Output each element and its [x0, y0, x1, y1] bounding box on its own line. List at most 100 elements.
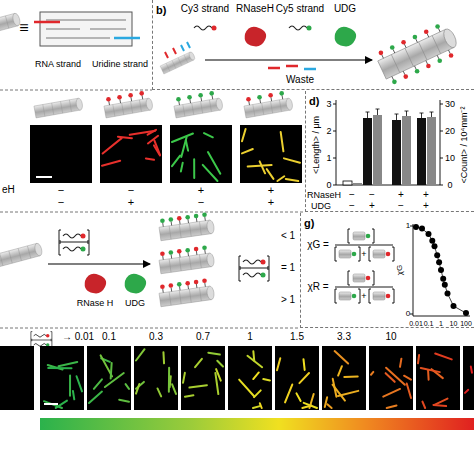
bar: [373, 115, 382, 185]
micrograph: [170, 125, 232, 183]
fiber: [422, 402, 425, 408]
dna-handle: [187, 219, 189, 223]
dna-handle: [415, 66, 417, 70]
dna-handle: [212, 95, 214, 99]
dye-dot: [185, 248, 190, 253]
fiber: [284, 158, 300, 162]
data-point: [438, 267, 444, 273]
data-point: [419, 226, 425, 232]
cy5-strand: [289, 26, 312, 31]
dye-dot: [160, 218, 165, 223]
fiber: [325, 397, 327, 407]
dye-dot: [202, 246, 207, 251]
axis-label: <Length> / μm: [312, 116, 321, 174]
fiber: [215, 373, 218, 394]
dna-handle: [416, 39, 418, 43]
dye-dot: [176, 97, 181, 102]
fiber: [286, 179, 298, 181]
equation-brackets: [335, 229, 394, 261]
dye-dot: [185, 281, 190, 286]
dye-dot: [177, 249, 182, 254]
bar: [353, 183, 362, 185]
condition-sign: +: [423, 201, 429, 211]
fiber: [195, 359, 202, 367]
dye-dot: [139, 91, 144, 96]
fiber: [247, 356, 262, 367]
dna-handle: [162, 289, 164, 293]
fiber: [327, 404, 331, 408]
tick-label: 1: [439, 320, 443, 327]
data-point: [436, 259, 442, 265]
part-label: UDG: [334, 4, 356, 14]
reaction-arrow: [48, 263, 150, 264]
fiber: [277, 358, 280, 370]
dye-dot: [177, 216, 182, 221]
bar: [417, 118, 426, 185]
data-point: [426, 231, 432, 237]
fiber: [285, 385, 292, 403]
panel-letter: b): [153, 2, 169, 18]
tick-label: 10: [445, 154, 455, 163]
panel-letter: d): [306, 93, 322, 109]
dye-dot: [352, 294, 357, 299]
fiber: [154, 145, 160, 155]
dye-dot: [194, 247, 199, 252]
equation-label: χG =: [307, 240, 329, 250]
dna-handle: [162, 223, 164, 227]
dye-dot: [449, 53, 454, 58]
error-bar: [366, 109, 434, 120]
data-point: [445, 291, 451, 297]
fiber: [204, 133, 213, 137]
dna-handle: [438, 28, 440, 32]
row-label: RNaseH: [307, 191, 341, 200]
dna-handle: [171, 255, 173, 259]
ratio-label: 1: [247, 332, 253, 342]
tick-label: 2: [326, 127, 331, 136]
dye-dot: [187, 95, 192, 100]
fiber: [186, 140, 188, 150]
dna-handle: [382, 55, 384, 59]
part-label: UDG: [125, 299, 145, 308]
micrograph: [181, 346, 225, 410]
chart-axes: [410, 224, 470, 316]
udg-protein: [335, 27, 356, 47]
dye-dot: [194, 214, 199, 219]
fiber: [242, 129, 246, 141]
micrograph: [228, 346, 272, 410]
micrograph: [322, 346, 366, 410]
row-label: UDG: [311, 202, 331, 211]
ratio-symbol: [238, 256, 270, 281]
fiber: [404, 376, 411, 380]
dye-dot: [128, 93, 133, 98]
fiber: [253, 406, 260, 408]
dna-handle: [171, 222, 173, 226]
fiber: [296, 393, 300, 401]
dye-dot: [426, 64, 431, 69]
dna-handle: [270, 97, 272, 101]
tick-label: 0.1: [424, 320, 434, 327]
scale-bar: [36, 176, 52, 178]
data-point: [451, 303, 457, 309]
fiber: [338, 366, 342, 375]
fiber: [69, 375, 71, 395]
uridine-strand: [181, 42, 190, 51]
condition-sign: −: [198, 197, 204, 208]
dye-dot: [202, 213, 207, 218]
fiber: [303, 359, 304, 370]
dna-handle: [179, 286, 181, 290]
dye-dot: [202, 279, 207, 284]
ratio-label: 0.1: [102, 332, 116, 342]
micrograph: [87, 346, 131, 410]
dye-dot: [403, 74, 408, 79]
micrograph: [240, 125, 302, 183]
ratio-label: = 1: [281, 263, 295, 273]
fiber: [239, 380, 254, 397]
fiber: [335, 351, 349, 363]
condition-sign: +: [198, 185, 204, 196]
dna-handle: [119, 99, 121, 103]
condition-sign: −: [349, 190, 355, 200]
data-point: [434, 252, 440, 258]
dna-handle: [427, 34, 429, 38]
waste-strand: [304, 68, 316, 71]
dna-handle: [248, 101, 250, 105]
